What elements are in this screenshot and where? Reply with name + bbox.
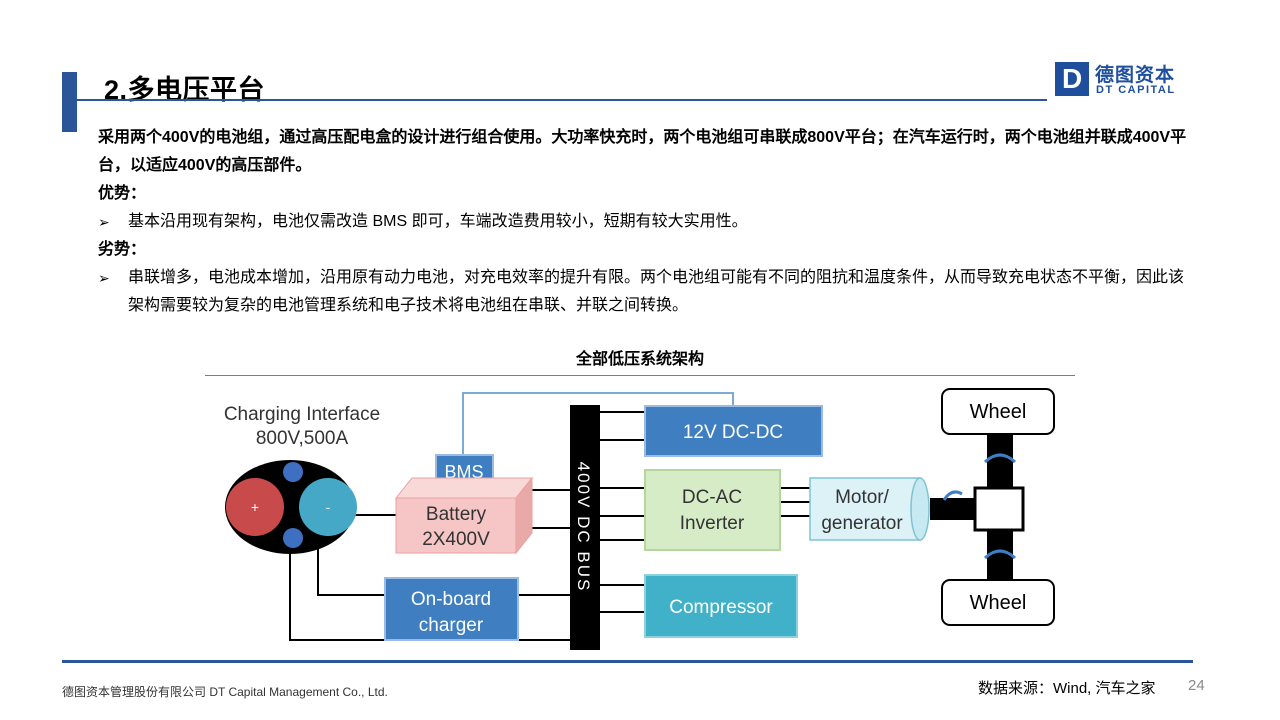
- plus-label: +: [251, 499, 259, 515]
- charger-box: [384, 577, 519, 641]
- charger-label-line1: On-board: [411, 589, 491, 610]
- inverter-box: [644, 469, 781, 551]
- compressor-box: [644, 574, 798, 638]
- compressor-label: Compressor: [669, 597, 773, 618]
- footer-divider: [62, 660, 1193, 663]
- bms-label: BMS: [444, 462, 483, 482]
- bullet-arrow-icon: ➢: [98, 270, 110, 286]
- advantages-item: ➢ 基本沿用现有架构，电池仅需改造 BMS 即可，车端改造费用较小，短期有较大实用…: [98, 208, 1188, 236]
- plus-terminal: [226, 478, 284, 536]
- battery-box: [395, 497, 517, 554]
- battery-top-face: [394, 477, 534, 499]
- dcdc-box: [644, 405, 823, 457]
- motor-body: [809, 477, 921, 541]
- logo-name-en: DT CAPITAL: [1096, 84, 1176, 96]
- motor-label-line1: Motor/: [835, 487, 890, 508]
- charger-label-line2: charger: [419, 615, 484, 636]
- bullet-arrow-icon: ➢: [98, 214, 110, 230]
- disadvantages-item: ➢ 串联增多，电池成本增加，沿用原有动力电池，对充电效率的提升有限。两个电池组可能…: [98, 264, 1188, 320]
- differential: [973, 486, 1025, 532]
- page-number: 24: [1188, 677, 1205, 694]
- minus-label: -: [326, 499, 331, 515]
- inverter-label-line1: DC-AC: [682, 487, 742, 508]
- minus-terminal: [299, 478, 357, 536]
- rotation-arrow-icon: [983, 549, 1017, 560]
- charging-label-line1: Charging Interface: [224, 404, 380, 425]
- rotation-arrow-icon: [983, 453, 1017, 464]
- advantages-text: 基本沿用现有架构，电池仅需改造 BMS 即可，车端改造费用较小，短期有较大实用性…: [128, 213, 748, 230]
- inverter-label-line2: Inverter: [680, 513, 745, 534]
- diagram-title: 全部低压系统架构: [575, 351, 704, 368]
- diagram-divider: [205, 375, 1075, 376]
- title-accent-bar: [62, 72, 77, 132]
- motor-end: [910, 477, 930, 541]
- wheel-top-box: [941, 388, 1055, 435]
- title-divider: [77, 99, 1047, 101]
- signal-pin-top: [283, 462, 303, 482]
- rotation-arrows: [942, 453, 1017, 560]
- dc-bus: [570, 405, 600, 650]
- rotation-arrow-icon: [942, 490, 963, 501]
- body-text: 采用两个400V的电池组，通过高压配电盒的设计进行组合使用。大功率快充时，两个电…: [98, 124, 1188, 320]
- logo-mark-icon: D: [1055, 62, 1089, 96]
- wheel-top-label: Wheel: [970, 401, 1027, 423]
- wheel-bottom-label: Wheel: [970, 592, 1027, 614]
- dc-bus-label: 400V DC BUS: [574, 462, 593, 593]
- axle-top: [987, 432, 1013, 488]
- wheel-bottom-box: [941, 579, 1055, 626]
- drive-shaft: [930, 498, 975, 520]
- footer-source: 数据来源：Wind, 汽车之家: [978, 680, 1156, 697]
- battery-label-line1: Battery: [426, 504, 487, 525]
- intro-paragraph: 采用两个400V的电池组，通过高压配电盒的设计进行组合使用。大功率快充时，两个电…: [98, 129, 1187, 174]
- advantages-heading: 优势：: [98, 185, 147, 202]
- logo-name-cn: 德图资本: [1095, 65, 1176, 86]
- footer-company: 德图资本管理股份有限公司 DT Capital Management Co., …: [62, 685, 388, 699]
- company-logo: D 德图资本 DT CAPITAL: [1055, 60, 1185, 100]
- signal-pin-bottom: [283, 528, 303, 548]
- disadvantages-heading: 劣势：: [98, 241, 147, 258]
- charging-label-line2: 800V,500A: [256, 428, 349, 449]
- bms-signal-line: [462, 392, 734, 455]
- disadvantages-text: 串联增多，电池成本增加，沿用原有动力电池，对充电效率的提升有限。两个电池组可能有…: [128, 269, 1185, 314]
- motor-label-line2: generator: [821, 513, 903, 534]
- battery-label-line2: 2X400V: [422, 529, 490, 550]
- logo-letter: D: [1062, 63, 1083, 94]
- dcdc-label: 12V DC-DC: [683, 422, 783, 443]
